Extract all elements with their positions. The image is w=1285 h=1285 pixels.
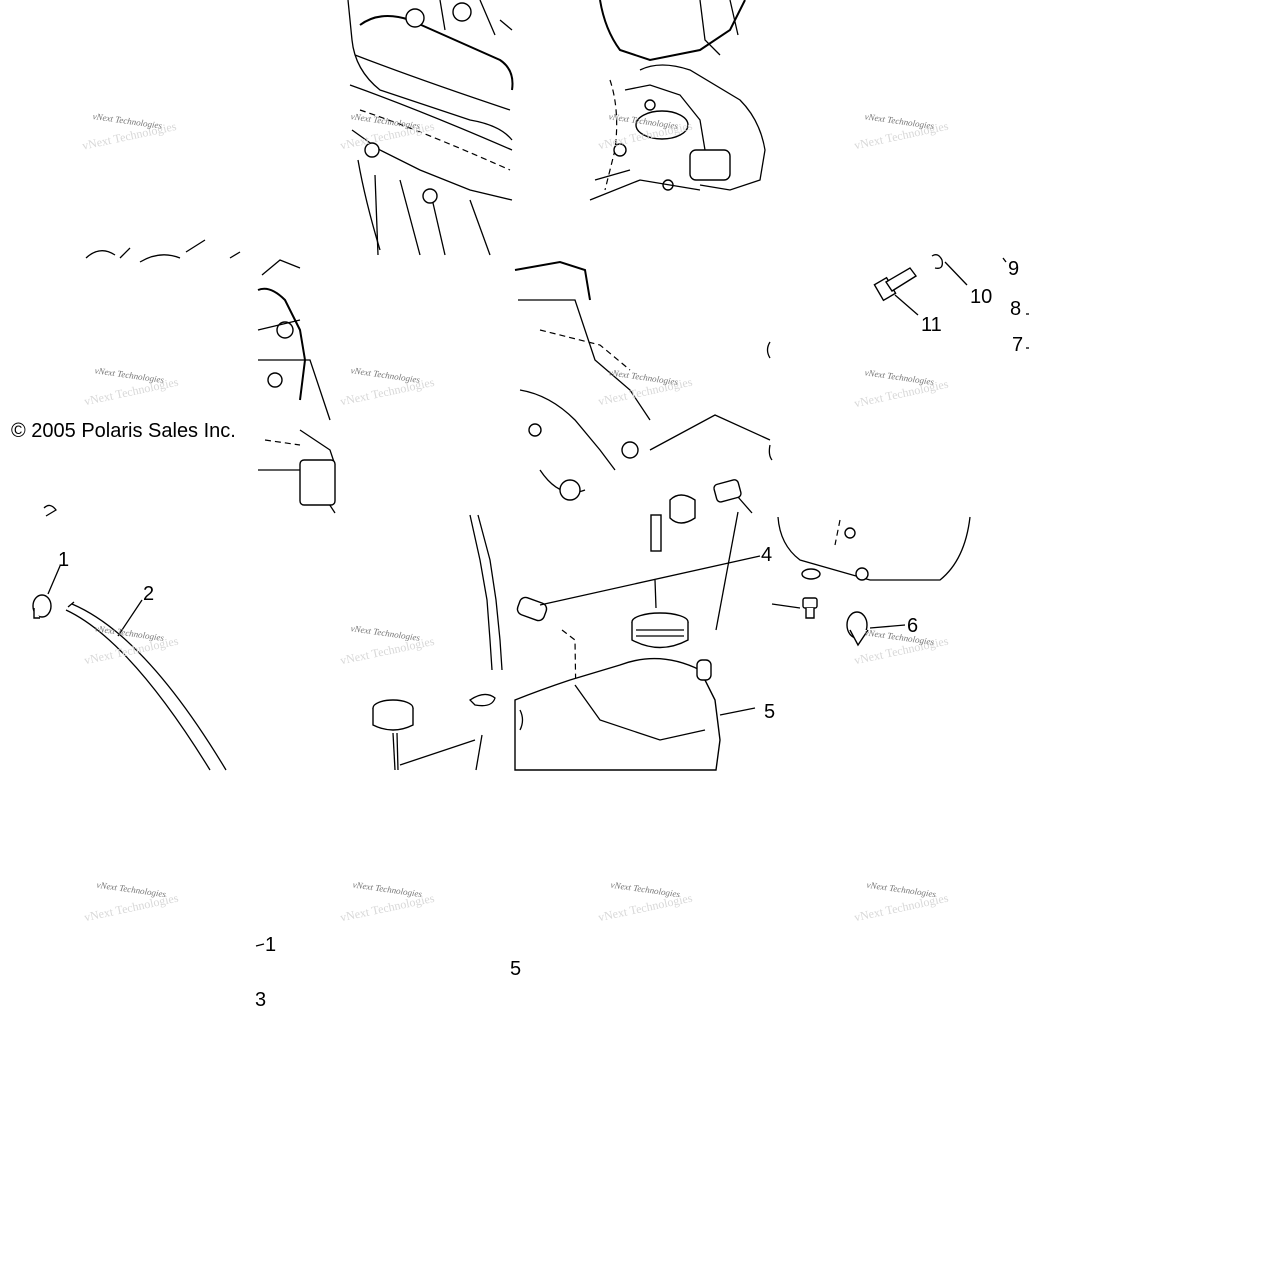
watermark-text: vNext Technologies	[350, 623, 421, 643]
copyright-notice: © 2005 Polaris Sales Inc.	[11, 420, 236, 442]
callout-3-lower: 3	[255, 989, 266, 1011]
watermark-text: vNext Technologies	[350, 365, 421, 385]
watermark-text: vNext Technologies	[92, 111, 163, 131]
callout-6: 6	[907, 615, 918, 637]
callout-10: 10	[970, 286, 992, 308]
callout-8: 8	[1010, 298, 1021, 320]
callout-5-lower: 5	[510, 958, 521, 980]
callout-4: 4	[761, 544, 772, 566]
thermostat-housing-drawing	[589, 0, 766, 201]
bolt-group	[766, 254, 968, 359]
callout-labels: 1 2 4 5 6 7 8 9 10 11 1 3 5	[58, 257, 1029, 1011]
grommet-hardware	[771, 516, 971, 647]
callout-1: 1	[58, 549, 69, 571]
watermark-text: vNext Technologies	[94, 365, 165, 385]
engine-side-drawing	[257, 259, 336, 514]
watermark-text: vNext Technologies	[352, 879, 423, 899]
callout-leader	[1002, 257, 1007, 263]
callout-11: 11	[921, 314, 942, 336]
callout-2: 2	[143, 583, 154, 605]
mounting-bracket-drawing	[514, 260, 773, 501]
watermark-text: vNext Technologies	[339, 634, 436, 668]
watermark-text: vNext Technologies	[96, 880, 167, 900]
callout-7: 7	[1012, 334, 1023, 356]
watermark-text: vNext Technologies	[866, 880, 937, 900]
watermark-text: vNext Technologies	[610, 880, 681, 900]
engine-fragment	[85, 239, 241, 263]
watermark-layer: vNext Technologies vNext Technologies vN…	[81, 111, 950, 924]
watermark-text: vNext Technologies	[94, 623, 165, 643]
watermark-text: vNext Technologies	[864, 367, 935, 387]
coolant-hose	[32, 504, 227, 771]
callout-leader	[255, 943, 265, 947]
engine-valve-cover-drawing	[347, 0, 514, 256]
callout-1-lower: 1	[265, 934, 276, 956]
coolant-reservoir	[372, 479, 761, 771]
callout-5: 5	[764, 701, 775, 723]
callout-9: 9	[1008, 258, 1019, 280]
